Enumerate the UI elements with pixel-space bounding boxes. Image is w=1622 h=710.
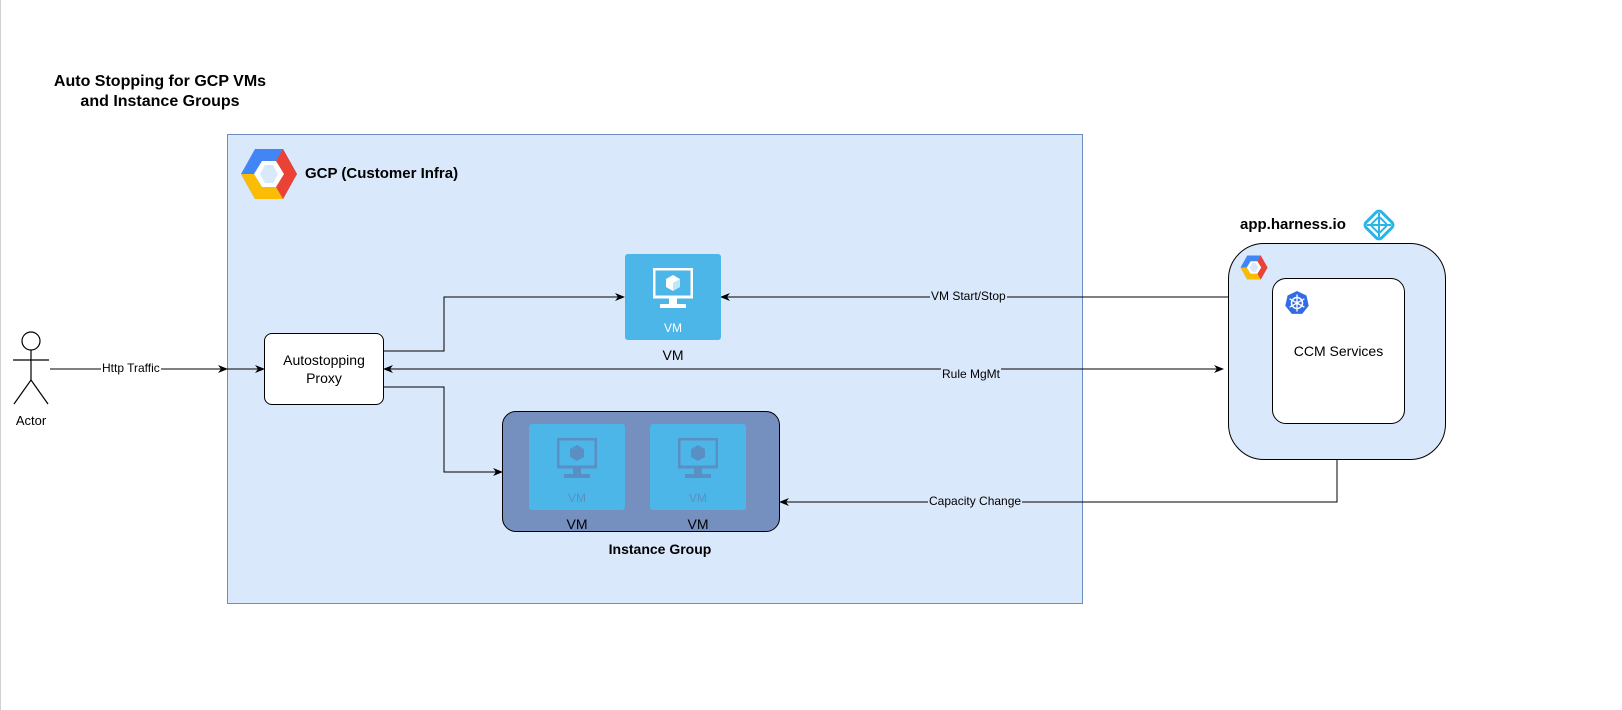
- vm-caption: VM: [662, 347, 684, 363]
- vm-tile-text: VM: [568, 491, 586, 505]
- instance-group-vm-2-caption: VM: [687, 516, 709, 532]
- virtual-machine-monitor-icon: [653, 268, 693, 308]
- vm-tile-text: VM: [664, 321, 682, 335]
- edge-label-vm-start-stop: VM Start/Stop: [930, 289, 1007, 303]
- autostopping-proxy-label: Autostopping Proxy: [283, 352, 365, 386]
- canvas-border: [0, 0, 1, 710]
- instance-group-label: Instance Group: [608, 541, 712, 557]
- instance-group-vm-1-caption: VM: [566, 516, 588, 532]
- kubernetes-wheel-icon: [1285, 291, 1309, 314]
- diagram-title: Auto Stopping for GCP VMs and Instance G…: [53, 73, 267, 110]
- edge-label-capacity-change: Capacity Change: [928, 494, 1023, 508]
- gcp-small-icon: [1240, 255, 1268, 280]
- actor-icon[interactable]: [10, 330, 52, 408]
- instance-group-vm-2[interactable]: VM: [650, 424, 746, 510]
- harness-label: app.harness.io: [1240, 216, 1346, 233]
- gcp-icon: [241, 149, 297, 199]
- edge-label-rule-mgmt: Rule MgMt: [941, 367, 1002, 381]
- edge-capacity-change: [779, 460, 1338, 506]
- instance-group-vm-1[interactable]: VM: [529, 424, 625, 510]
- virtual-machine-monitor-icon: [557, 438, 597, 478]
- vm-node[interactable]: VM: [625, 254, 721, 340]
- edge-label-http-traffic: Http Traffic: [101, 361, 161, 375]
- edge-proxy-vm: [384, 293, 625, 352]
- edge-proxy-instance-group: [384, 386, 503, 476]
- harness-logo-icon: [1363, 209, 1395, 241]
- actor-label: Actor: [15, 413, 47, 428]
- ccm-services-label: CCM Services: [1293, 343, 1384, 359]
- virtual-machine-monitor-icon: [678, 438, 718, 478]
- gcp-region-label: GCP (Customer Infra): [305, 165, 459, 182]
- vm-tile-text: VM: [689, 491, 707, 505]
- autostopping-proxy[interactable]: Autostopping Proxy: [264, 333, 384, 405]
